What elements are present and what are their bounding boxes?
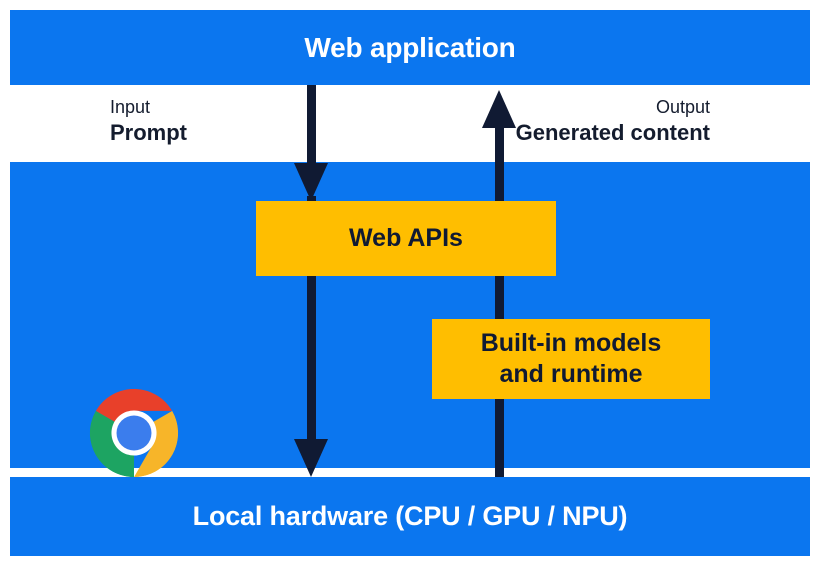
built-in-models-line1: Built-in models bbox=[480, 328, 662, 357]
input-arrow-shaft-lower bbox=[307, 196, 316, 442]
input-kind-label: Input bbox=[110, 97, 151, 117]
input-arrow-head-lower bbox=[294, 439, 328, 477]
input-value-label: Prompt bbox=[110, 120, 187, 146]
layer-local-hardware: Local hardware (CPU / GPU / NPU) bbox=[10, 477, 810, 556]
output-flow-label: Output Generated content bbox=[516, 96, 710, 147]
output-kind-label: Output bbox=[655, 97, 710, 117]
input-flow-label: Input Prompt bbox=[110, 96, 187, 147]
chrome-logo-icon bbox=[89, 388, 179, 478]
input-arrow-shaft-upper bbox=[307, 85, 316, 167]
web-application-label: Web application bbox=[304, 31, 516, 63]
box-built-in-models: Built-in models and runtime bbox=[432, 319, 710, 399]
input-arrow-head-upper bbox=[294, 163, 328, 201]
web-apis-label: Web APIs bbox=[349, 224, 463, 252]
output-arrow-shaft bbox=[495, 126, 504, 478]
built-in-models-label: Built-in models and runtime bbox=[481, 328, 662, 391]
local-hardware-label: Local hardware (CPU / GPU / NPU) bbox=[192, 501, 628, 531]
box-web-apis: Web APIs bbox=[256, 201, 556, 276]
built-in-models-line2: and runtime bbox=[499, 360, 643, 388]
output-value-label: Generated content bbox=[515, 120, 710, 146]
layer-web-application: Web application bbox=[10, 10, 810, 85]
output-arrow-head bbox=[482, 90, 516, 128]
